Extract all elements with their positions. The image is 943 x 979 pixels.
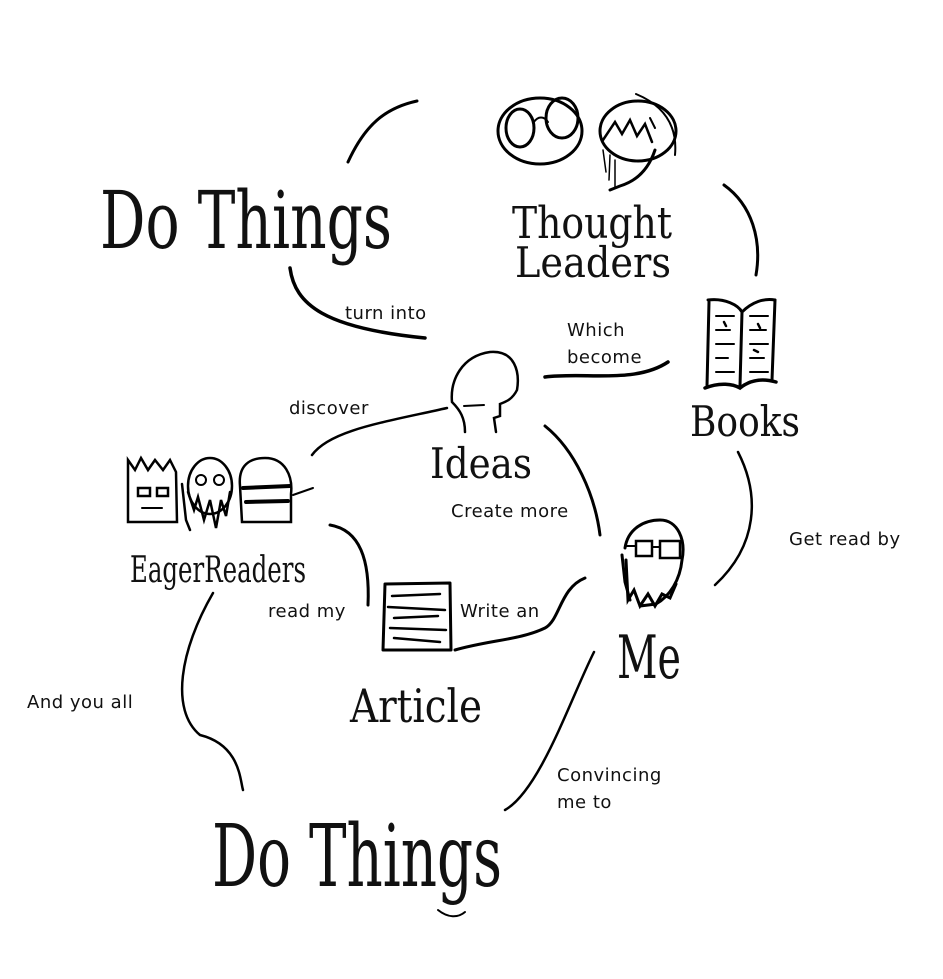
open-book-icon: [703, 298, 778, 391]
node-article: Article: [349, 679, 482, 733]
node-do-things-top: Do Things: [100, 174, 392, 267]
arrow-me-to-do-things: [503, 650, 596, 812]
label-which-become-line2: become: [567, 347, 642, 368]
three-faces-icon: [126, 455, 314, 532]
arrow-books-to-me: [713, 450, 754, 587]
node-thought-leaders-line2: Leaders: [515, 238, 671, 287]
arrow-ideas-to-eager-readers: [310, 406, 449, 457]
node-eager-readers: EagerReaders: [130, 550, 306, 591]
node-books: Books: [690, 397, 800, 446]
head-silhouette-icon: [450, 350, 519, 434]
label-convincing-line2: me to: [557, 792, 612, 813]
arrow-me-to-article: [453, 576, 587, 652]
label-discover: discover: [289, 398, 369, 419]
document-icon: [381, 581, 453, 652]
arrow-eager-readers-to-do-things: [180, 591, 245, 792]
label-turn-into: turn into: [345, 303, 427, 324]
node-thought-leaders-line1: Thought: [512, 198, 672, 249]
label-which-become-line1: Which: [567, 320, 625, 341]
label-convincing-line1: Convincing: [557, 765, 662, 786]
label-read-my: read my: [268, 601, 346, 622]
label-create-more: Create more: [451, 501, 569, 522]
connectors: [180, 99, 760, 918]
label-get-read-by: Get read by: [789, 529, 901, 550]
bearded-face-icon: [620, 518, 685, 610]
arrow-ideas-to-me: [543, 424, 602, 537]
arrow-do-things-bottom-flourish: [437, 909, 466, 918]
node-ideas: Ideas: [430, 439, 532, 488]
arrow-do-things-to-thought-leaders: [346, 99, 419, 164]
arrow-do-things-to-ideas: [288, 266, 427, 340]
arrow-books-to-ideas: [543, 360, 670, 379]
node-do-things-bottom: Do Things: [212, 807, 502, 907]
arrow-thought-leaders-to-books: [722, 183, 760, 277]
two-faces-icon: [496, 93, 678, 192]
node-me: Me: [617, 623, 681, 693]
label-write-an: Write an: [460, 601, 540, 622]
arrow-eager-readers-to-article: [328, 523, 370, 607]
label-and-you-all: And you all: [27, 692, 133, 713]
